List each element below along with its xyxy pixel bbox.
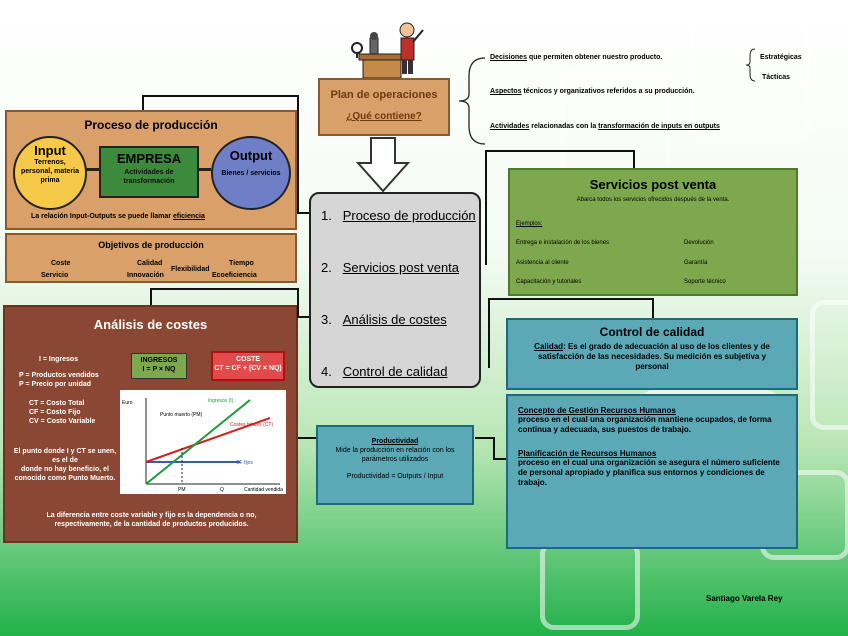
actividades-text: Actividades relacionadas con la transfor… <box>490 123 720 130</box>
connector <box>142 95 298 97</box>
servicios-box: Servicios post venta Abarca todos los se… <box>508 168 798 296</box>
coste-formula-box: COSTE CT = CF + (CV × NQ) <box>211 351 285 381</box>
arrow-empresa-output <box>197 168 211 171</box>
decor-square <box>690 20 810 140</box>
contents-box: 1. Proceso de producción 2. Servicios po… <box>309 192 481 388</box>
connector <box>298 437 316 439</box>
ingresos-formula-box: INGRESOS I = P × NQ <box>131 353 187 379</box>
input-circle: Input Terrenos, personal, materia prima <box>13 136 87 210</box>
graph-ylabel: Euro <box>122 400 133 406</box>
author-text: Santiago Varela Rey <box>706 594 783 603</box>
proceso-title: Proceso de producción <box>84 118 218 132</box>
list-item: 4. Control de calidad <box>321 364 448 379</box>
connector <box>297 95 299 213</box>
plan-box: Plan de operaciones ¿Qué contiene? <box>318 78 450 136</box>
servicios-title: Servicios post venta <box>589 177 717 192</box>
proceso-box: Proceso de producción Input Terrenos, pe… <box>5 110 297 230</box>
graph-costes-label: Costes totales (CT) <box>230 422 273 428</box>
connector <box>297 316 309 318</box>
aspectos-text: Aspectos técnicos y organizativos referi… <box>490 88 695 95</box>
decisiones-text: Decisiones que permiten obtener nuestro … <box>490 54 663 61</box>
arrow-input-empresa <box>85 168 99 171</box>
connector <box>297 212 309 214</box>
calidad-box: Control de calidad Calidad: Es el grado … <box>506 318 798 390</box>
connector <box>488 298 490 368</box>
connector <box>652 298 654 318</box>
plan-title: Plan de operaciones <box>330 89 438 101</box>
connector <box>493 458 506 460</box>
small-brace-icon <box>745 48 756 82</box>
objetivos-box: Objetivos de producción Coste Calidad Ti… <box>5 233 297 283</box>
objetivos-title: Objetivos de producción <box>98 240 204 250</box>
break-even-graph: Euro Ingresos (I) Costes totales (CT) Pu… <box>120 390 286 494</box>
connector <box>493 437 495 459</box>
list-item: 2. Servicios post venta <box>321 260 460 275</box>
list-item: 1. Proceso de producción <box>321 208 476 223</box>
down-arrow-icon <box>356 137 410 193</box>
brace-icon <box>458 57 486 145</box>
graph-muerto-label: Punto muerto (PM) <box>160 412 203 418</box>
productividad-box: Productividad Mide la producción en rela… <box>316 425 474 505</box>
estrategicas-text: Estratégicas <box>760 54 802 61</box>
connector <box>475 437 495 439</box>
decor-square <box>540 540 640 630</box>
connector <box>485 150 635 152</box>
teacher-illustration-icon <box>351 22 424 78</box>
graph-x1: PM <box>178 487 186 493</box>
connector <box>142 95 144 110</box>
connector <box>150 288 298 290</box>
tacticas-text: Tácticas <box>762 74 791 81</box>
connector <box>150 288 152 305</box>
connector <box>485 150 487 265</box>
connector <box>633 150 635 168</box>
graph-x3: Cantidad vendida <box>244 487 283 493</box>
decor-square <box>810 300 848 430</box>
connector <box>297 288 299 318</box>
costes-title: Análisis de costes <box>93 317 208 332</box>
relacion-text: La relación Input-Outputs se puede llama… <box>31 213 205 220</box>
rrhh-box: Concepto de Gestión Recursos Humanos pro… <box>506 394 798 549</box>
empresa-box: EMPRESA Actividades de transformación <box>99 146 199 198</box>
connector <box>488 298 654 300</box>
output-circle: Output Bienes / servicios <box>211 136 291 210</box>
calidad-title: Control de calidad <box>599 325 705 339</box>
plan-question: ¿Qué contiene? <box>346 111 422 122</box>
graph-fijos-label: CF fijos <box>236 460 253 466</box>
graph-ingresos-label: Ingresos (I) <box>208 398 234 404</box>
list-item: 3. Análisis de costes <box>321 312 447 327</box>
graph-x2: Q <box>220 487 224 493</box>
